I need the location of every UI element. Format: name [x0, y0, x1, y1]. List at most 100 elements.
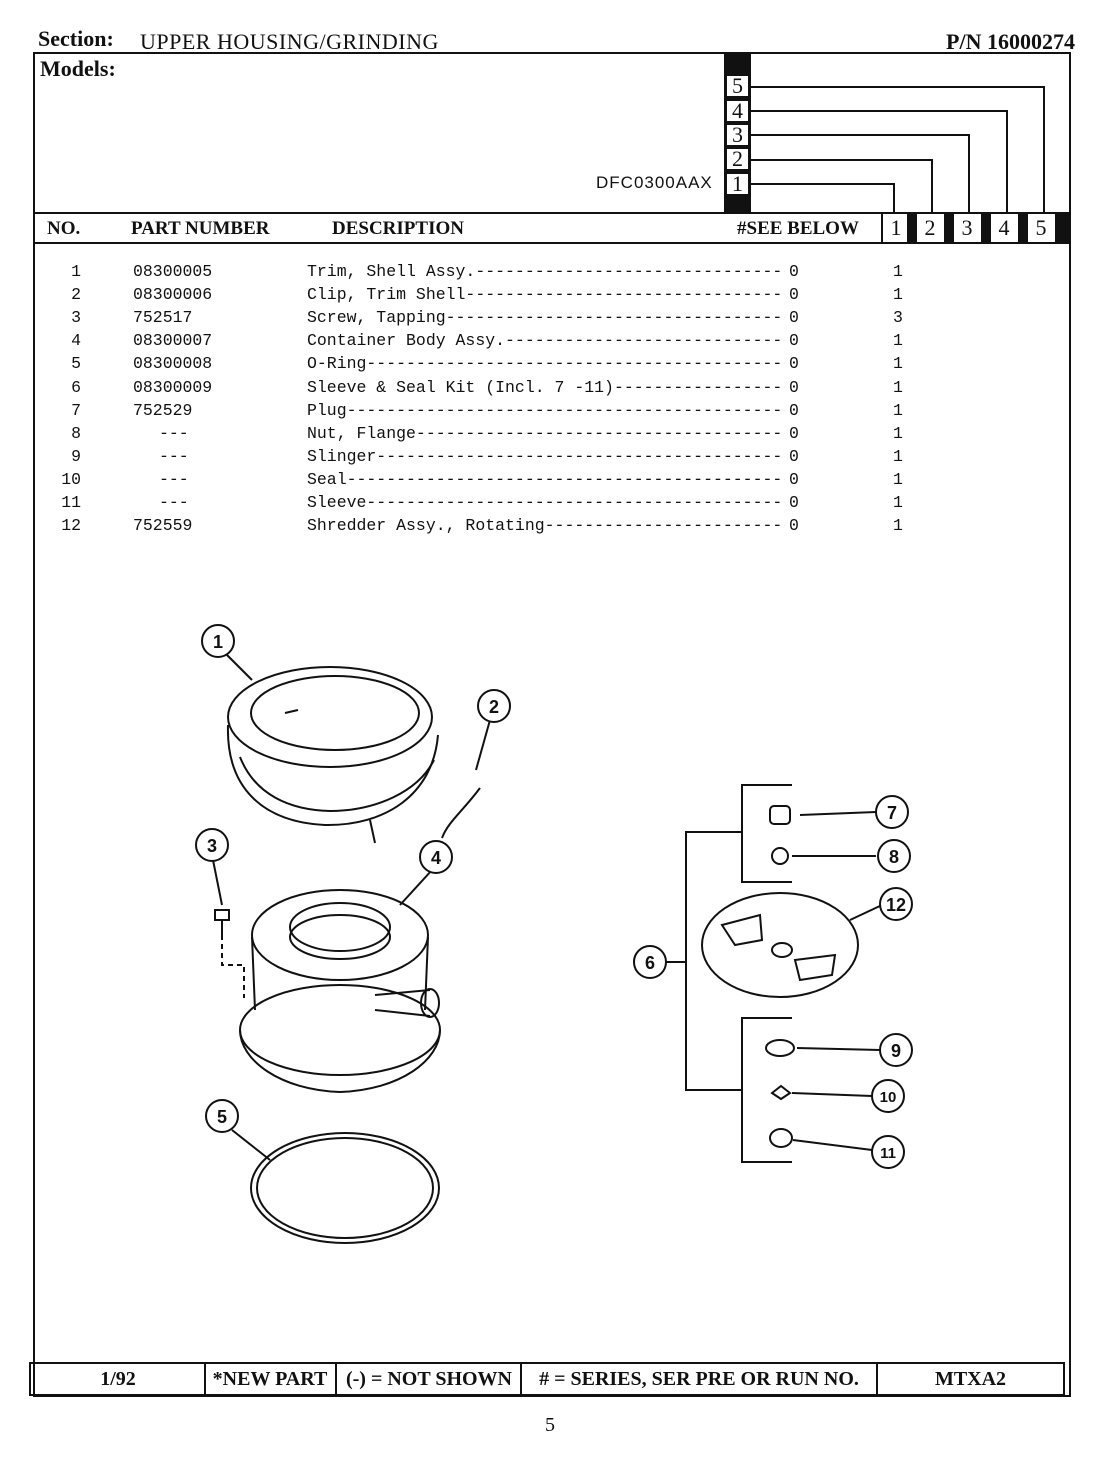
see-below-cell: 0: [789, 262, 799, 281]
callout-7: 7: [887, 803, 897, 823]
parts-row: 2 08300006 Clip, Trim Shell---------------…: [33, 285, 933, 308]
see-below-cell: 0: [789, 285, 799, 305]
part-number-cell: ---: [159, 493, 189, 512]
footer-divider: [335, 1362, 337, 1396]
seal-drawing: [770, 1084, 792, 1101]
part-number-cell: 08300005: [133, 262, 213, 281]
part-number-index: 5: [71, 354, 81, 374]
callout-8: 8: [889, 847, 899, 867]
quantity-cell: 1: [893, 516, 903, 536]
models-label: Models:: [40, 56, 116, 81]
model-series-box-3: 3: [725, 123, 750, 147]
trim-shell-drawing: [226, 666, 439, 844]
trim-clip-drawing: [441, 787, 481, 839]
part-description-cell: Shredder Assy., Rotating----------------…: [307, 516, 785, 536]
o-ring-drawing: [250, 1132, 440, 1244]
part-description-cell: Container Body Assy.--------------------…: [307, 331, 785, 351]
parts-row: 10---Seal-------------------------------…: [33, 470, 933, 493]
callout-12: 12: [886, 895, 906, 915]
parts-row: 11---Sleeve-----------------------------…: [33, 493, 933, 516]
quantity-cell: 1: [893, 469, 903, 489]
footer-divider: [204, 1362, 206, 1396]
part-description-cell: Plug------------------------------------…: [307, 400, 785, 420]
callout-3: 3: [207, 836, 217, 856]
quantity-cell: 1: [893, 354, 903, 374]
callout-6: 6: [645, 953, 655, 973]
exploded-parts-diagram: 1 2 3 4 5 6 7 8 12 9 10 11: [195, 624, 913, 1244]
part-number-cell: 752559: [133, 516, 193, 536]
callout-11: 11: [880, 1145, 896, 1162]
callout-4: 4: [431, 848, 441, 868]
quantity-cell: 1: [893, 331, 903, 351]
part-number-index: 1: [71, 262, 81, 281]
callout-10: 10: [880, 1089, 897, 1106]
plug-drawing: [769, 805, 791, 825]
model-series-box-1: 1: [725, 172, 750, 196]
series-divider: [944, 214, 954, 242]
shredder-drawing: [701, 892, 859, 998]
series-divider: [1055, 214, 1069, 242]
part-number-cell: 08300007: [133, 331, 213, 351]
page-frame: [33, 52, 1071, 1397]
callout-9: 9: [891, 1041, 901, 1061]
quantity-cell: 1: [893, 377, 903, 397]
see-below-cell: 0: [789, 308, 799, 328]
footer-date: 1/92: [100, 1368, 136, 1390]
parts-row: 5 08300008 O-Ring-------------------------…: [33, 354, 933, 377]
part-number-cell: 08300008: [133, 354, 213, 374]
part-description-cell: Sleeve----------------------------------…: [307, 493, 785, 512]
model-series-box-5: 5: [725, 74, 750, 98]
callout-group: [195, 624, 913, 1169]
col-header-no: NO.: [47, 218, 81, 239]
part-description-cell: Slinger---------------------------------…: [307, 446, 785, 466]
callout-2: 2: [489, 697, 499, 717]
part-number-cell: ---: [159, 469, 189, 489]
parts-row: 1 08300005 Trim, Shell Assy.--------------…: [33, 262, 933, 285]
series-column-3: 3: [961, 215, 973, 240]
series-column-1: 1: [881, 214, 909, 242]
section-title: UPPER HOUSING/GRINDING: [140, 29, 439, 54]
footer-divider: [876, 1362, 878, 1396]
part-number-cell: 752517: [133, 308, 193, 328]
part-number-index: 8: [71, 423, 81, 443]
flange-nut-drawing: [771, 847, 789, 865]
part-description-cell: O-Ring----------------------------------…: [307, 354, 785, 374]
series-column-4: 4: [998, 215, 1010, 240]
quantity-cell: 1: [893, 446, 903, 466]
part-number-index: 10: [61, 469, 81, 489]
parts-row: 9---Slinger-----------------------------…: [33, 447, 933, 470]
callout-5: 5: [217, 1107, 227, 1127]
see-below-cell: 0: [789, 516, 799, 536]
part-number-header: P/N 16000274: [946, 29, 1075, 54]
see-below-cell: 0: [789, 493, 799, 512]
page-number: 5: [545, 1414, 555, 1436]
part-number-cell: 08300006: [133, 285, 213, 305]
column-header-bottom-rule: [33, 242, 1071, 244]
parts-row: 8---Nut, Flange-------------------------…: [33, 424, 933, 447]
see-below-cell: 0: [789, 423, 799, 443]
see-below-cell: 0: [789, 354, 799, 374]
part-number-cell: ---: [159, 446, 189, 466]
see-below-cell: 0: [789, 469, 799, 489]
footer-not-shown: (-) = NOT SHOWN: [345, 1368, 513, 1390]
part-description-cell: Sleeve & Seal Kit (Incl. 7 -11)---------…: [307, 377, 785, 397]
part-number-cell: 08300009: [133, 377, 213, 397]
part-number-index: 7: [71, 400, 81, 420]
part-number-cell: ---: [159, 423, 189, 443]
see-below-cell: 0: [789, 331, 799, 351]
part-description-cell: Trim, Shell Assy.-----------------------…: [307, 262, 785, 281]
quantity-cell: 3: [893, 308, 903, 328]
quantity-cell: 1: [893, 493, 903, 512]
col-header-part-number: PART NUMBER: [131, 218, 270, 239]
kit-bracket-drawing: [665, 784, 792, 1163]
model-name: DFC0300AAX: [596, 173, 713, 192]
col-header-description: DESCRIPTION: [332, 218, 464, 239]
series-column-5: 5: [1035, 215, 1047, 240]
part-description-cell: Clip, Trim Shell------------------------…: [307, 285, 785, 305]
series-divider: [907, 214, 917, 242]
part-number-index: 2: [71, 285, 81, 305]
